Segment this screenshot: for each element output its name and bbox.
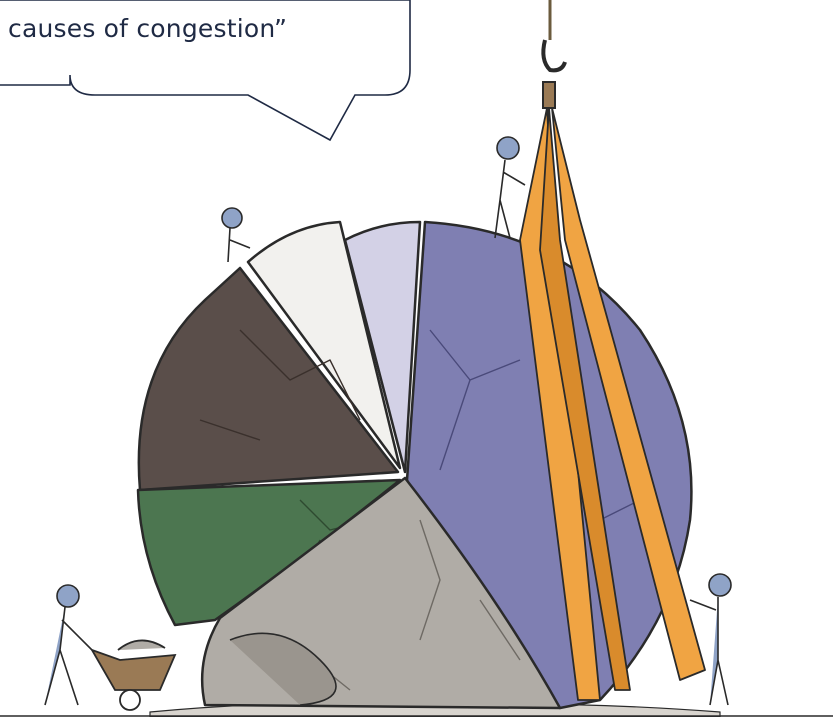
sling-straps xyxy=(519,107,706,701)
figure-top-left xyxy=(221,207,251,263)
wheelbarrow xyxy=(90,639,177,711)
figure-top-right xyxy=(494,136,526,239)
slice-dark-brown xyxy=(137,266,400,492)
speech-bubble xyxy=(0,0,411,142)
speech-bubble-outline xyxy=(0,0,411,142)
slice-lavender xyxy=(343,220,422,474)
figure-bottom-right xyxy=(689,573,732,706)
slice-white xyxy=(246,220,402,470)
speech-bubble-text: causes of congestion” xyxy=(8,14,288,43)
figure-wheelbarrow xyxy=(44,584,93,706)
crane-hook xyxy=(541,0,567,109)
